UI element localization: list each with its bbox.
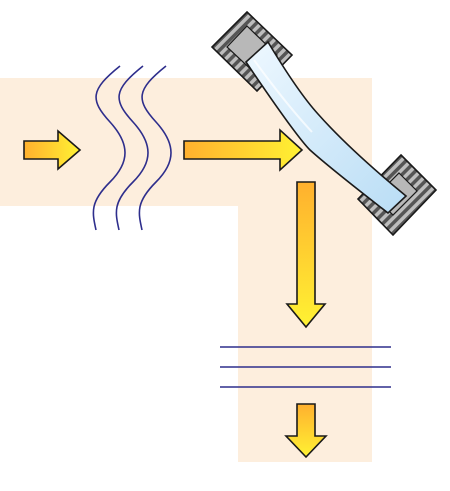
distorted-wavefront (92, 65, 172, 231)
block-arrow-icon (183, 128, 304, 172)
direction-arrows (23, 128, 328, 459)
block-arrow-icon (284, 403, 328, 459)
deformable-mirror-assembly (210, 10, 438, 237)
sine-wave-icon (92, 65, 126, 231)
deformable-mirror-icon (244, 40, 408, 215)
corrected-wavefront (220, 346, 391, 388)
mirror-highlight (253, 59, 313, 133)
sine-wave-icon (138, 65, 172, 231)
block-arrow-icon (23, 129, 82, 171)
block-arrow-icon (285, 181, 327, 329)
sine-wave-icon (115, 65, 149, 231)
